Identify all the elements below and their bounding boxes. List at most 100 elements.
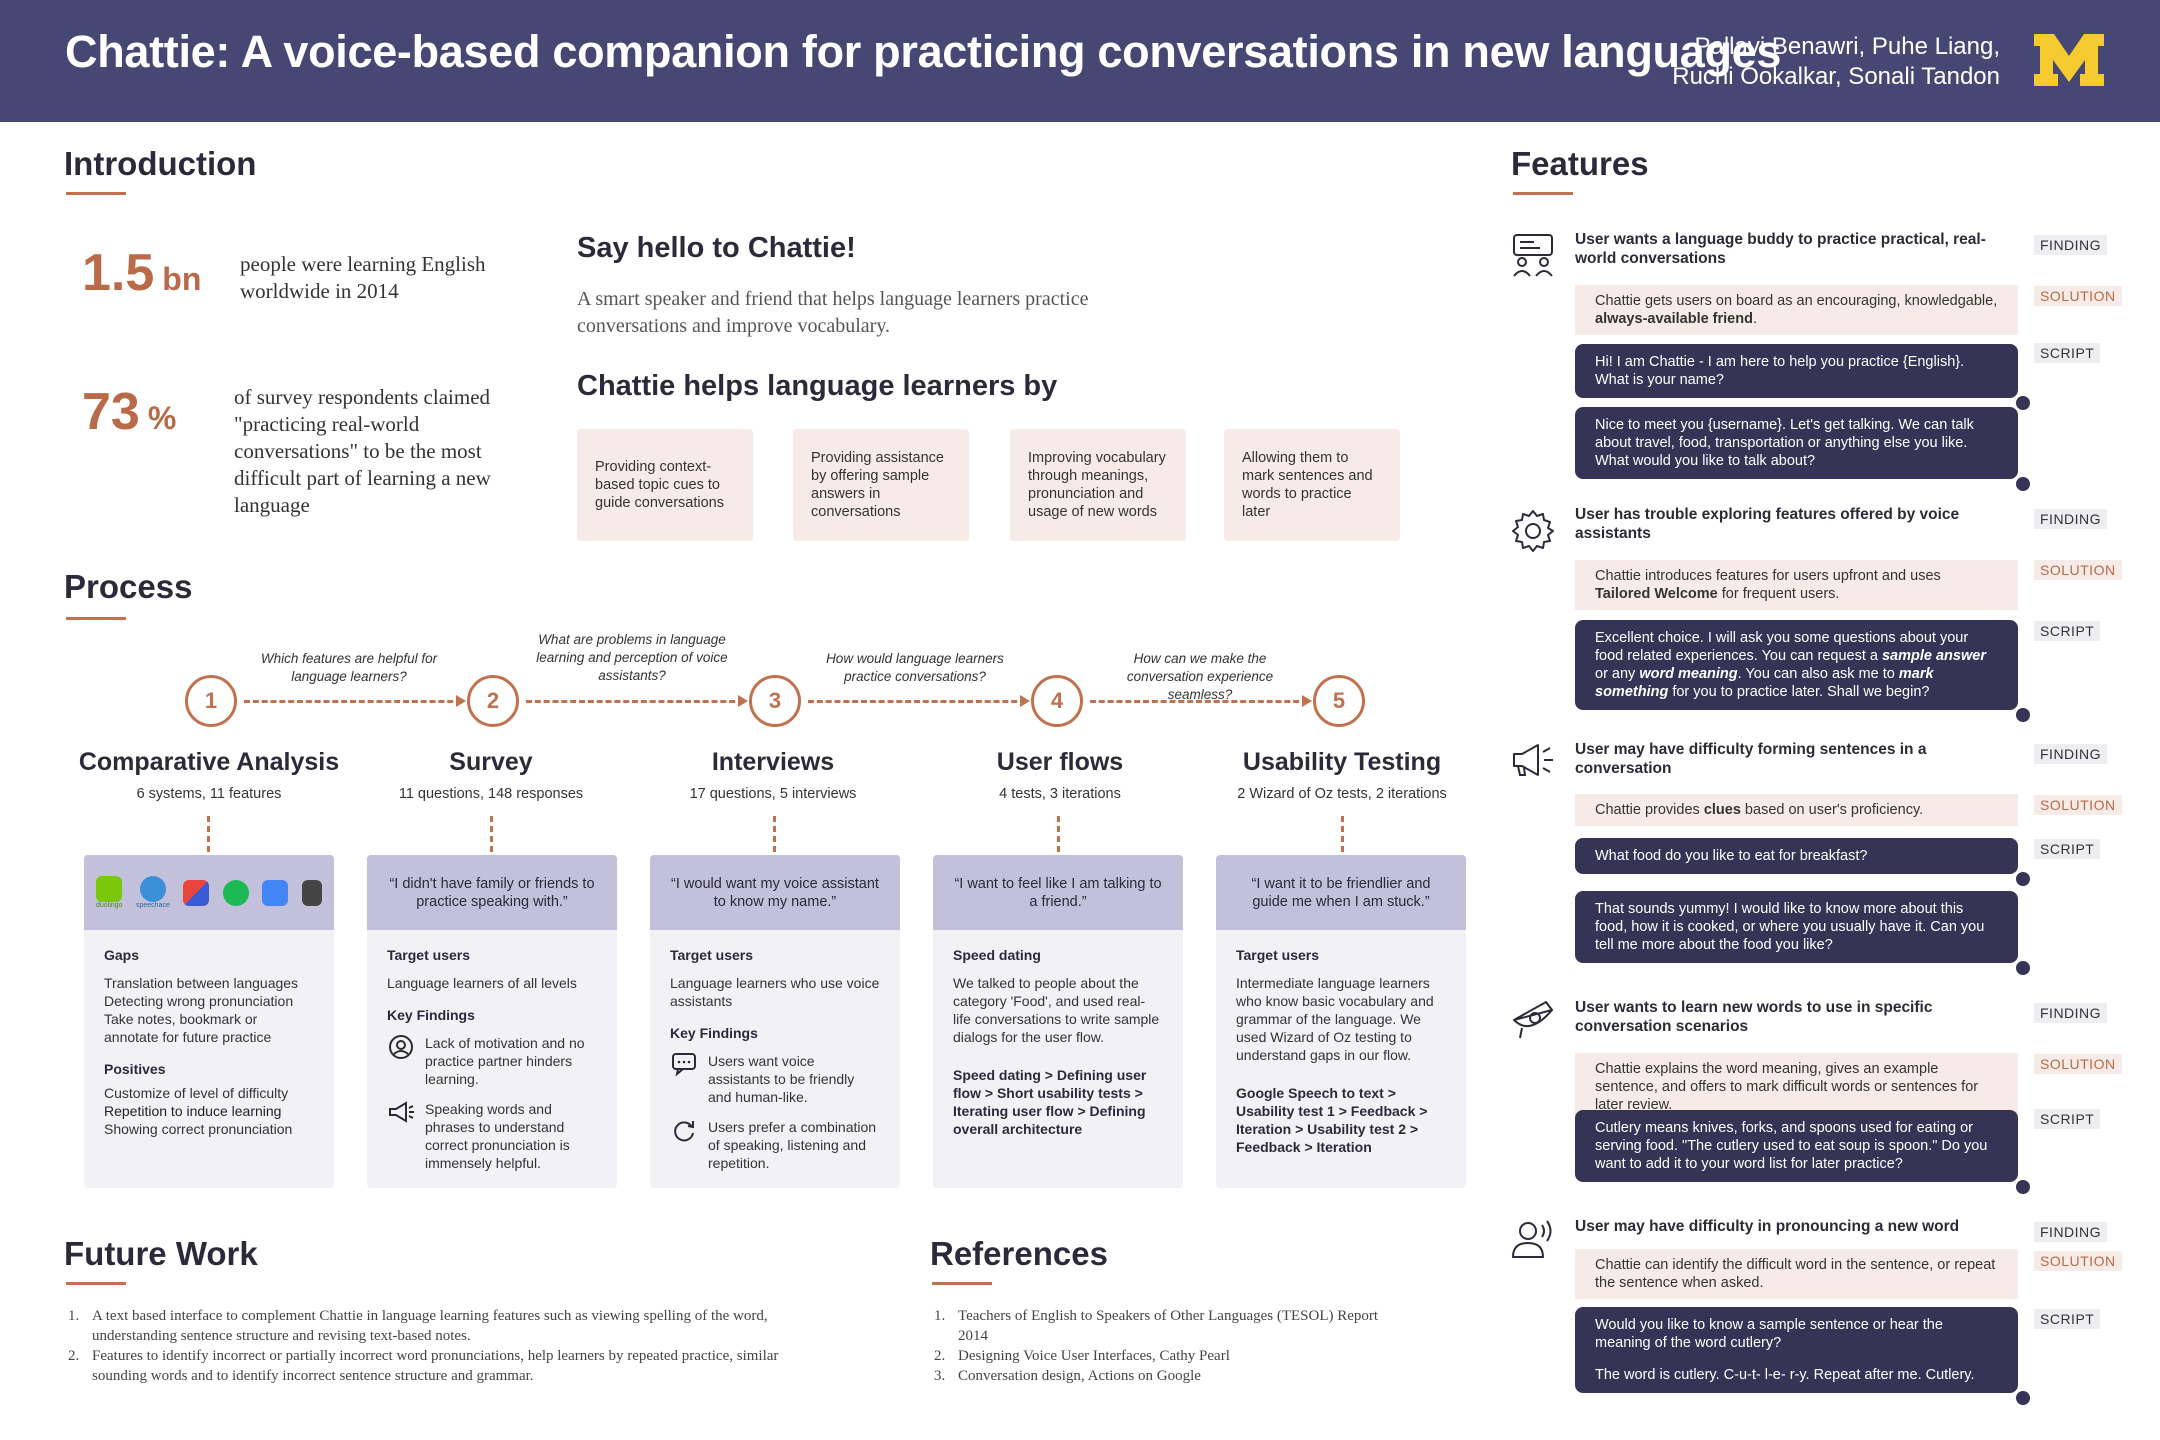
step-sub-3: 17 questions, 5 interviews <box>689 786 857 802</box>
reference-item: 2.Designing Voice User Interfaces, Cathy… <box>934 1348 1230 1364</box>
feature-4-script: Cutlery means knives, forks, and spoons … <box>1575 1110 2030 1194</box>
key-finding-text: Users want voice assistants to be friend… <box>708 1053 855 1105</box>
help-card-text: Improving vocabulary through meanings, p… <box>1028 450 1166 520</box>
help-card-text: Allowing them to mark sentences and word… <box>1242 450 1373 520</box>
repeat-icon <box>670 1118 698 1146</box>
target-users-heading: Target users <box>670 947 753 963</box>
helps-title: Chattie helps language learners by <box>577 370 1058 402</box>
step-name-3: Interviews <box>711 748 835 776</box>
stat-2-value: 73% <box>82 382 176 442</box>
step-question-2: What are problems in language learning a… <box>536 632 728 683</box>
usability-sequence: Google Speech to text > Usability test 1… <box>1236 1085 1428 1155</box>
poster-header: Chattie: A voice-based companion for pra… <box>0 0 2160 122</box>
step-name-4: User flows <box>996 748 1124 776</box>
usability-body: Target users Intermediate language learn… <box>1216 930 1466 1172</box>
authors-line-2: Ruchi Ookalkar, Sonali Tandon <box>1672 63 2000 90</box>
future-work-text: Features to identify incorrect or partia… <box>92 1348 779 1384</box>
target-users-text: Language learners who use voice assistan… <box>670 975 880 1009</box>
introduction-rule <box>66 192 126 195</box>
solution-tag: SOLUTION <box>2034 795 2122 815</box>
references-rule <box>932 1282 992 1285</box>
script-text: or any <box>1595 666 1640 682</box>
future-work-text: A text based interface to complement Cha… <box>92 1308 768 1344</box>
key-finding-text: Speaking words and phrases to understand… <box>425 1101 570 1171</box>
script-tag: SCRIPT <box>2034 343 2101 363</box>
script-emphasis: word meaning <box>1639 666 1738 682</box>
duolingo-icon <box>96 876 123 902</box>
script-text: for you to practice later. Shall we begi… <box>1668 684 1930 700</box>
positive-item: Repetition to induce learning <box>104 1103 282 1119</box>
step-connector-3 <box>773 816 776 852</box>
survey-quote: “I didn't have family or friends to prac… <box>367 855 617 930</box>
solution-text: Chattie gets users on board as an encour… <box>1595 293 1998 309</box>
step-sub-4: 4 tests, 3 iterations <box>999 786 1121 802</box>
references-heading: References <box>930 1235 1108 1272</box>
step-arrow-2 <box>526 695 748 707</box>
process-card-survey: “I didn't have family or friends to prac… <box>367 855 617 1188</box>
feature-2-solution: Chattie introduces features for users up… <box>1575 560 2018 610</box>
step-connector-5 <box>1341 816 1344 852</box>
stat-1-text: people were learning English worldwide i… <box>240 252 486 303</box>
interviews-quote: “I would want my voice assistant to know… <box>650 855 900 930</box>
step-question-4: How can we make the conversation experie… <box>1126 651 1274 702</box>
script-text: Excellent choice. I will ask you some qu… <box>1595 630 1969 664</box>
solution-text: Chattie introduces features for users up… <box>1595 568 1941 584</box>
speed-dating-text: We talked to people about the category '… <box>953 975 1160 1045</box>
future-work-item: 1.A text based interface to complement C… <box>68 1306 808 1346</box>
authors: Pallavi Benawri, Puhe Liang, Ruchi Ookal… <box>1672 32 2000 92</box>
speechace-logo: speechace <box>136 876 170 909</box>
future-work-rule <box>66 1282 126 1285</box>
interviews-body: Target users Language learners who use v… <box>650 930 900 1188</box>
key-finding-row: Users prefer a combination of speaking, … <box>670 1118 880 1172</box>
stat-1-number: 1.5 <box>82 244 155 302</box>
survey-body: Target users Language learners of all le… <box>367 930 617 1188</box>
features-rule <box>1513 192 1573 195</box>
script-tag: SCRIPT <box>2034 1109 2101 1129</box>
step-name-5: Usability Testing <box>1242 748 1442 776</box>
key-finding-text: Lack of motivation and no practice partn… <box>425 1035 585 1087</box>
key-finding-row: Speaking words and phrases to understand… <box>387 1100 597 1172</box>
script-text: . You can also ask me to <box>1737 666 1899 682</box>
university-logo-icon <box>2034 34 2104 86</box>
megaphone-icon <box>1513 744 1553 776</box>
userflows-body: Speed dating We talked to people about t… <box>933 930 1183 1154</box>
key-findings-heading: Key Findings <box>387 1007 475 1023</box>
duolingo-label: duolingo <box>96 902 123 909</box>
stat-2-number: 73 <box>82 383 140 441</box>
gap-item: Take notes, bookmark or annotate for fut… <box>104 1011 272 1045</box>
gap-item: Detecting wrong pronunciation <box>104 993 294 1009</box>
userflows-quote: “I want to feel like I am talking to a f… <box>933 855 1183 930</box>
process-card-comparative: duolingo speechace Gaps Translation betw… <box>84 855 334 1188</box>
solution-text: for frequent users. <box>1717 586 1840 602</box>
gaps-heading: Gaps <box>104 947 140 963</box>
duolingo-logo: duolingo <box>96 876 122 909</box>
step-connector-2 <box>490 816 493 852</box>
speaking-person-icon <box>1512 1220 1552 1258</box>
script-emphasis: mark something <box>1595 666 1934 700</box>
solution-emphasis: always-available friend <box>1595 311 1753 327</box>
feature-3-script-1: What food do you like to eat for breakfa… <box>1575 838 2030 886</box>
step-question-1: Which features are helpful for language … <box>260 651 438 684</box>
key-findings-heading: Key Findings <box>670 1025 758 1041</box>
help-card-text: Providing context-based topic cues to gu… <box>595 459 724 511</box>
step-connector-1 <box>207 816 210 852</box>
future-work-list: 1.A text based interface to complement C… <box>68 1306 808 1386</box>
step-name-2: Survey <box>449 748 533 776</box>
future-work-heading: Future Work <box>64 1235 258 1272</box>
script-text: The word is cutlery. C-u-t- l-e- r-y. Re… <box>1595 1367 1975 1383</box>
reference-item: 1.Teachers of English to Speakers of Oth… <box>934 1306 1384 1346</box>
step-sub-2: 11 questions, 148 responses <box>398 786 584 802</box>
step-arrow-4 <box>1090 695 1312 707</box>
script-tag: SCRIPT <box>2034 1309 2101 1329</box>
hello-title: Say hello to Chattie! <box>577 232 856 264</box>
key-finding-row: Users want voice assistants to be friend… <box>670 1052 880 1106</box>
key-finding-row: Lack of motivation and no practice partn… <box>387 1034 597 1088</box>
solution-text: Chattie provides <box>1595 802 1704 818</box>
megaphone-icon <box>387 1100 415 1128</box>
finding-tag: FINDING <box>2034 509 2108 529</box>
process-card-interviews: “I would want my voice assistant to know… <box>650 855 900 1188</box>
conversation-people-icon <box>1513 234 1553 277</box>
feature-5-script: Would you like to know a sample sentence… <box>1575 1307 2030 1405</box>
reference-item: 3.Conversation design, Actions on Google <box>934 1368 1201 1384</box>
